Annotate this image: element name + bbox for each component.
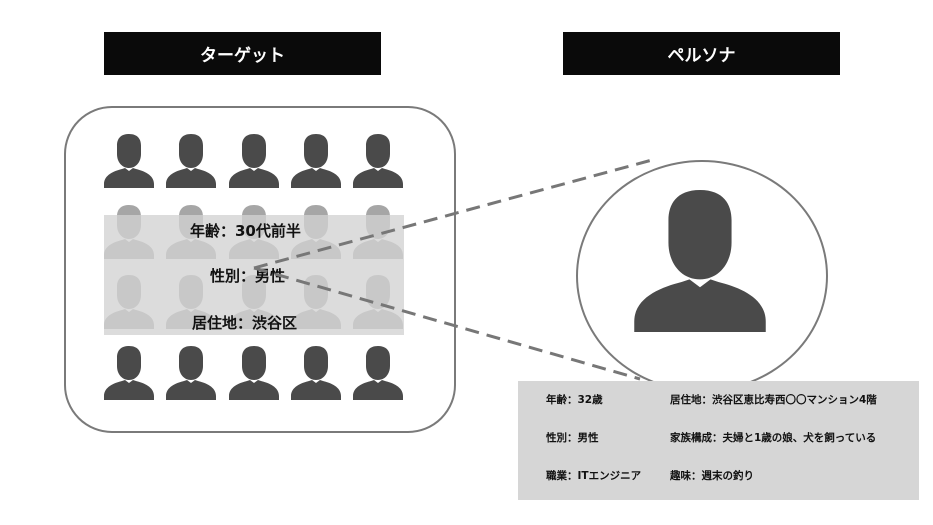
person-icon	[104, 346, 154, 400]
persona-occupation: 職業：ITエンジニア	[546, 470, 642, 482]
target-header: ターゲット	[104, 32, 381, 75]
target-residence-label: 居住地：渋谷区	[192, 314, 298, 332]
persona-gender: 性別：男性	[546, 432, 599, 444]
persona-detail-box: 年齢：32歳 性別：男性 職業：ITエンジニア 居住地：渋谷区恵比寿西〇〇マンシ…	[518, 381, 919, 500]
persona-residence: 居住地：渋谷区恵比寿西〇〇マンション4階	[670, 394, 877, 406]
person-icon	[104, 134, 154, 188]
persona-header: ペルソナ	[563, 32, 840, 75]
person-icon	[166, 346, 216, 400]
person-icon	[229, 134, 279, 188]
persona-hobby: 趣味：週末の釣り	[670, 470, 754, 482]
person-icon	[166, 134, 216, 188]
person-icon	[291, 134, 341, 188]
target-info-overlay: 年齢：30代前半 性別：男性 居住地：渋谷区	[104, 215, 404, 335]
persona-person-icon	[630, 190, 770, 332]
person-icon	[291, 346, 341, 400]
person-icon	[353, 134, 403, 188]
person-icon	[229, 346, 279, 400]
target-age-label: 年齢：30代前半	[190, 222, 301, 240]
persona-family: 家族構成：夫婦と1歳の娘、犬を飼っている	[670, 432, 877, 444]
persona-age: 年齢：32歳	[546, 394, 603, 406]
target-gender-label: 性別：男性	[210, 267, 286, 285]
person-icon	[353, 346, 403, 400]
